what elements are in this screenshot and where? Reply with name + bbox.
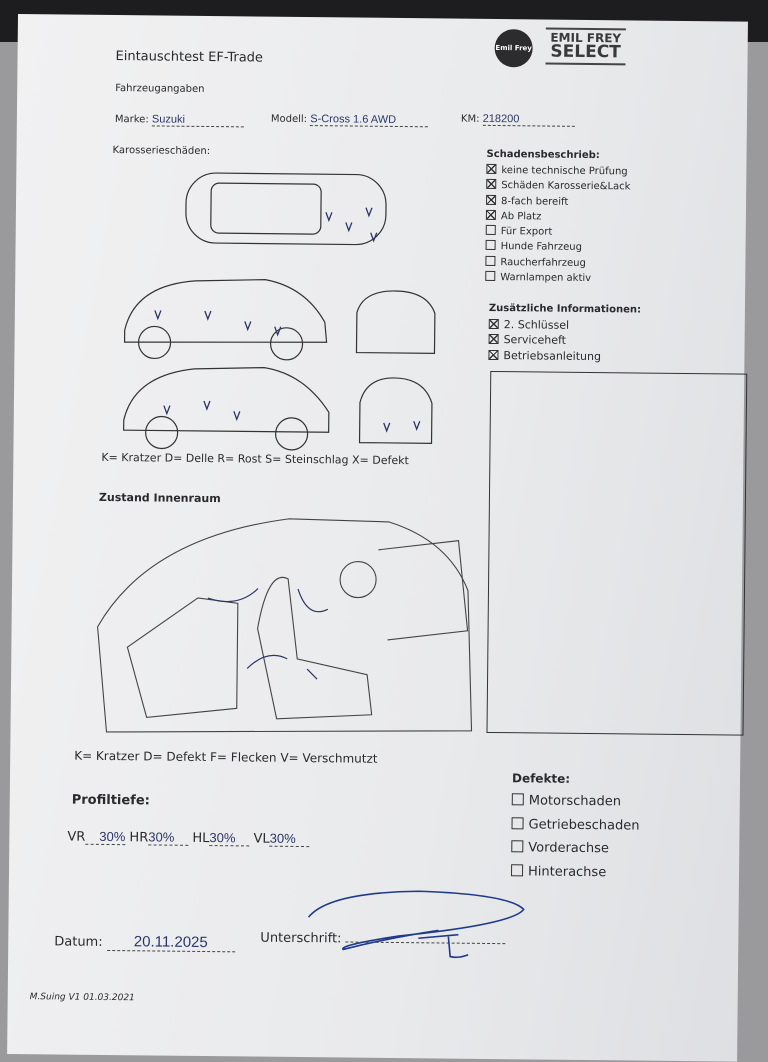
damage-markings bbox=[154, 207, 421, 433]
checkbox-label: Hinterachse bbox=[527, 863, 607, 880]
checkbox-label: Hunde Fahrzeug bbox=[500, 241, 583, 254]
checkbox-item[interactable]: Hinterachse bbox=[511, 860, 639, 885]
hl-label: HL bbox=[192, 830, 210, 847]
checkbox-item[interactable]: Hunde Fahrzeug bbox=[485, 239, 630, 256]
checkbox-item[interactable]: Ab Platz bbox=[485, 209, 630, 226]
brand-wordmark: EMIL FREY SELECT bbox=[545, 27, 626, 66]
hr-value: 30% bbox=[148, 829, 189, 846]
notes-box[interactable] bbox=[486, 370, 748, 736]
hr-label: HR bbox=[129, 830, 149, 846]
checkbox-icon[interactable] bbox=[511, 840, 524, 853]
inspection-form: Eintauschtest EF-Trade Emil Frey EMIL FR… bbox=[7, 14, 748, 1062]
km-value: 218200 bbox=[482, 112, 575, 127]
checkbox-item[interactable]: Getriebeschaden bbox=[511, 813, 640, 838]
checkbox-icon[interactable] bbox=[485, 270, 496, 282]
checkbox-label: keine technische Prüfung bbox=[501, 165, 628, 178]
checkbox-item[interactable]: Raucherfahrzeug bbox=[485, 255, 629, 272]
checkbox-item[interactable]: Motorschaden bbox=[511, 789, 640, 814]
km-label: KM: bbox=[460, 113, 480, 125]
checkbox-label: Getriebeschaden bbox=[528, 816, 640, 834]
brand-line-2: SELECT bbox=[550, 41, 621, 63]
checked-box-icon[interactable] bbox=[486, 179, 497, 190]
interior-markings bbox=[207, 588, 329, 680]
checked-box-icon[interactable] bbox=[488, 334, 499, 345]
checkbox-icon[interactable] bbox=[511, 793, 524, 806]
checked-box-icon[interactable] bbox=[488, 349, 499, 360]
checkbox-icon[interactable] bbox=[485, 240, 496, 251]
checkbox-item[interactable]: 2. Schlüssel bbox=[488, 317, 602, 333]
form-version: M.Suing V1 01.03.2021 bbox=[29, 992, 135, 1004]
checkbox-item[interactable]: Für Export bbox=[485, 224, 630, 241]
checked-box-icon[interactable] bbox=[485, 209, 496, 220]
checkbox-label: Raucherfahrzeug bbox=[500, 256, 586, 269]
checkbox-item[interactable]: Vorderachse bbox=[511, 836, 639, 861]
body-damage-legend: K= Kratzer D= Delle R= Rost S= Steinschl… bbox=[101, 450, 409, 468]
defects-heading: Defekte: bbox=[511, 771, 571, 786]
checkbox-item[interactable]: 8-fach bereift bbox=[486, 194, 630, 211]
checked-box-icon[interactable] bbox=[486, 163, 497, 175]
checkbox-icon[interactable] bbox=[511, 863, 524, 876]
checkbox-item[interactable]: Schäden Karosserie&Lack bbox=[486, 178, 631, 195]
checkbox-label: 8-fach bereift bbox=[501, 195, 569, 208]
checked-box-icon[interactable] bbox=[488, 318, 499, 330]
model-field: Modell: S-Cross 1.6 AWD bbox=[270, 113, 429, 128]
date-label: Datum: bbox=[54, 934, 103, 950]
form-title: Eintauschtest EF-Trade bbox=[115, 49, 264, 66]
checkbox-icon[interactable] bbox=[485, 225, 496, 236]
car-body-diagram bbox=[123, 172, 436, 451]
checked-box-icon[interactable] bbox=[486, 194, 497, 205]
make-value: Suzuki bbox=[151, 113, 244, 128]
checkbox-item[interactable]: Betriebsanleitung bbox=[488, 348, 601, 364]
interior-heading: Zustand Innenraum bbox=[98, 490, 221, 506]
body-damage-heading: Karosserieschäden: bbox=[112, 144, 211, 158]
checkbox-item[interactable]: Warnlampen aktiv bbox=[485, 270, 629, 287]
interior-legend: K= Kratzer D= Defekt F= Flecken V= Versc… bbox=[74, 748, 378, 766]
km-field: KM: 218200 bbox=[460, 112, 575, 127]
vr-label: VR bbox=[67, 829, 86, 845]
emil-frey-logo: Emil Frey bbox=[494, 28, 533, 68]
checkbox-item[interactable]: Serviceheft bbox=[488, 332, 602, 348]
vl-label: VL bbox=[253, 831, 270, 847]
checkbox-label: Vorderachse bbox=[528, 840, 610, 857]
checkbox-label: Für Export bbox=[500, 226, 553, 238]
checkbox-label: Betriebsanleitung bbox=[503, 348, 602, 363]
make-field: Marke: Suzuki bbox=[114, 113, 244, 128]
checkbox-label: Motorschaden bbox=[528, 793, 622, 810]
damage-description-heading: Schadensbeschrieb: bbox=[486, 148, 600, 162]
hl-value: 30% bbox=[209, 830, 250, 847]
model-value: S-Cross 1.6 AWD bbox=[310, 113, 429, 128]
checkbox-label: 2. Schlüssel bbox=[503, 318, 570, 332]
tread-heading: Profiltiefe: bbox=[71, 792, 150, 809]
date-field: Datum: 20.11.2025 bbox=[54, 932, 235, 953]
vehicle-section-label: Fahrzeugangaben bbox=[115, 83, 205, 95]
checkbox-label: Serviceheft bbox=[503, 333, 567, 348]
additional-info-heading: Zusätzliche Informationen: bbox=[488, 302, 642, 316]
handwritten-signature bbox=[307, 890, 525, 959]
checkbox-label: Warnlampen aktiv bbox=[500, 272, 592, 285]
model-label: Modell: bbox=[270, 113, 308, 126]
checkbox-icon[interactable] bbox=[511, 816, 524, 829]
checkbox-icon[interactable] bbox=[485, 255, 496, 266]
checkbox-item[interactable]: keine technische Prüfung bbox=[486, 163, 630, 180]
make-label: Marke: bbox=[114, 114, 149, 126]
vr-value: 30% bbox=[85, 828, 126, 846]
vl-value: 30% bbox=[269, 830, 310, 848]
checkbox-label: Schäden Karosserie&Lack bbox=[501, 180, 631, 193]
checkbox-label: Ab Platz bbox=[500, 210, 542, 223]
interior-diagram bbox=[97, 518, 473, 733]
date-value: 20.11.2025 bbox=[106, 932, 235, 953]
